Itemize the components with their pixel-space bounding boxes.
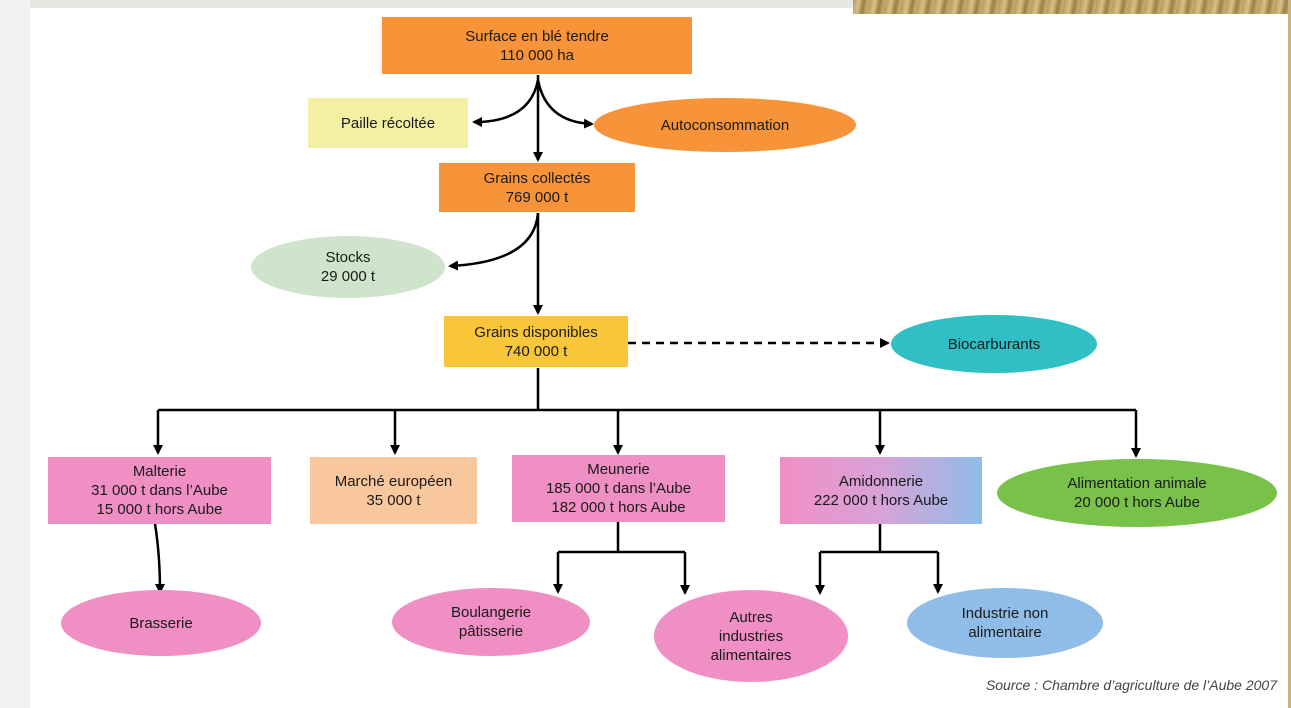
wheat-photo-strip xyxy=(853,0,1291,14)
arrow-surface-autoconsommation xyxy=(536,79,594,129)
alimentation-value: 20 000 t hors Aube xyxy=(1074,494,1200,511)
amidonnerie-title: Amidonnerie xyxy=(838,472,924,490)
autres-line1: Autres xyxy=(729,608,773,626)
grains-collectes-title: Grains collectés xyxy=(483,169,591,187)
grains-collectes-value: 769 000 t xyxy=(505,188,569,206)
node-grains-disponibles: Grains disponibles 740 000 t xyxy=(444,316,628,367)
autres-line2: industries xyxy=(718,627,784,645)
node-surface: Surface en blé tendre 110 000 ha xyxy=(382,17,692,74)
node-stocks: Stocks 29 000 t xyxy=(251,236,445,298)
meunerie-title: Meunerie xyxy=(587,461,650,478)
node-malterie: Malterie 31 000 t dans l’Aube 15 000 t h… xyxy=(48,457,271,524)
malterie-value-aube: 31 000 t dans l’Aube xyxy=(91,482,228,499)
grains-disponibles-value: 740 000 t xyxy=(504,342,568,360)
node-autoconsommation: Autoconsommation xyxy=(594,98,856,152)
paille-label: Paille récoltée xyxy=(340,114,436,132)
node-grains-collectes: Grains collectés 769 000 t xyxy=(439,163,635,212)
boulangerie-line2: pâtisserie xyxy=(458,623,524,640)
surface-title: Surface en blé tendre xyxy=(465,27,609,45)
industrie-line1: Industrie non xyxy=(961,605,1049,622)
stocks-value: 29 000 t xyxy=(320,268,376,285)
meunerie-value-hors: 182 000 t hors Aube xyxy=(551,499,686,516)
surface-value: 110 000 ha xyxy=(500,46,574,64)
boulangerie-line1: Boulangerie xyxy=(450,604,532,621)
brasserie-label: Brasserie xyxy=(129,614,193,632)
arrow-grains-stocks xyxy=(448,212,540,271)
node-autres-industries: Autres industries alimentaires xyxy=(654,590,848,682)
marche-value: 35 000 t xyxy=(366,491,421,509)
malterie-title: Malterie xyxy=(132,463,187,480)
stocks-title: Stocks xyxy=(325,249,371,266)
right-photo-strip xyxy=(1288,0,1291,708)
grains-disponibles-title: Grains disponibles xyxy=(474,323,598,341)
biocarburants-label: Biocarburants xyxy=(947,335,1041,353)
node-amidonnerie: Amidonnerie 222 000 t hors Aube xyxy=(780,457,982,524)
node-industrie-non-alimentaire: Industrie non alimentaire xyxy=(907,588,1103,658)
malterie-value-hors: 15 000 t hors Aube xyxy=(96,501,223,518)
arrow-surface-paille xyxy=(472,79,540,127)
left-margin xyxy=(0,0,30,708)
node-boulangerie: Boulangerie pâtisserie xyxy=(392,588,590,656)
alimentation-title: Alimentation animale xyxy=(1067,475,1207,492)
node-alimentation-animale: Alimentation animale 20 000 t hors Aube xyxy=(997,459,1277,527)
node-brasserie: Brasserie xyxy=(61,590,261,656)
marche-title: Marché européen xyxy=(334,472,453,490)
amidonnerie-value: 222 000 t hors Aube xyxy=(813,491,949,509)
meunerie-value-aube: 185 000 t dans l’Aube xyxy=(545,480,692,497)
autoconsommation-label: Autoconsommation xyxy=(660,116,790,134)
node-biocarburants: Biocarburants xyxy=(891,315,1097,373)
node-paille: Paille récoltée xyxy=(308,98,468,148)
arrow-malterie-brasserie xyxy=(153,523,165,594)
autres-line3: alimentaires xyxy=(710,646,792,664)
node-meunerie: Meunerie 185 000 t dans l’Aube 182 000 t… xyxy=(512,455,725,522)
source-note: Source : Chambre d’agriculture de l’Aube… xyxy=(985,677,1277,693)
node-marche-europeen: Marché européen 35 000 t xyxy=(310,457,477,524)
industrie-line2: alimentaire xyxy=(968,624,1042,641)
